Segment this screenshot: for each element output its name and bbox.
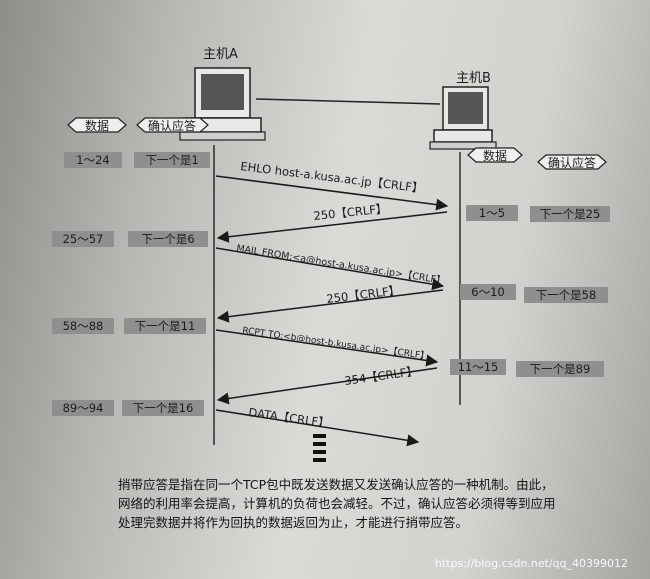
svg-text:89～94: 89～94 [63, 401, 104, 415]
svg-text:11～15: 11～15 [458, 360, 499, 374]
message-label: RCPT TO:<b@host-b.kusa.ac.jp>【CRLF】 [242, 325, 430, 362]
message-label: EHLO host-a.kusa.ac.jp【CRLF】 [240, 159, 424, 195]
host-b-ack-header: 确认应答 [537, 154, 607, 170]
message-arrow-b-to-a [216, 211, 448, 243]
host-b-row: 6～10 下一个是58 [460, 284, 608, 303]
host-a-row: 25～57 下一个是6 [52, 231, 208, 247]
host-a-ack-header: 确认应答 [136, 117, 209, 133]
host-b-label: 主机B [456, 71, 491, 86]
host-a-row: 1～24 下一个是1 [64, 152, 210, 168]
network-line [255, 98, 441, 105]
svg-text:1～5: 1～5 [479, 206, 505, 220]
message-arrow-b-to-a [216, 289, 444, 323]
svg-text:数据: 数据 [483, 148, 507, 163]
svg-text:下一个是25: 下一个是25 [540, 207, 601, 221]
host-b-row: 1～5 下一个是25 [466, 205, 610, 222]
message-arrow-a-to-b [215, 329, 439, 367]
continuation-dashes [313, 434, 326, 462]
message-label: 250【CRLF】 [326, 283, 401, 306]
svg-text:下一个是11: 下一个是11 [135, 319, 196, 333]
message-arrow-b-to-a [216, 367, 438, 405]
svg-text:58～88: 58～88 [63, 319, 104, 333]
figure-caption: 捎带应答是指在同一个TCP包中既发送数据又发送确认应答的一种机制。由此，网络的利… [118, 477, 556, 530]
svg-text:确认应答: 确认应答 [548, 155, 596, 170]
host-b-data-header: 数据 [467, 147, 523, 163]
svg-text:下一个是16: 下一个是16 [133, 401, 194, 415]
svg-text:25～57: 25～57 [63, 232, 104, 246]
host-a-label: 主机A [203, 47, 238, 62]
svg-text:确认应答: 确认应答 [148, 118, 196, 133]
message-label: 354【CRLF】 [343, 364, 418, 388]
svg-text:下一个是89: 下一个是89 [530, 362, 591, 376]
message-label: MAIL FROM:<a@host-a.kusa.ac.jp>【CRLF】 [236, 243, 447, 287]
host-b-row: 11～15 下一个是89 [450, 359, 604, 377]
message-arrow-a-to-b [215, 247, 445, 291]
watermark-url: https://blog.csdn.net/qq_40399012 [434, 557, 628, 570]
message-label: DATA【CRLF】 [248, 405, 331, 430]
host-b-computer-icon [429, 86, 497, 150]
svg-text:下一个是6: 下一个是6 [141, 232, 194, 246]
host-a-row: 58～88 下一个是11 [52, 318, 206, 334]
svg-text:下一个是58: 下一个是58 [536, 288, 597, 302]
host-a-data-header: 数据 [67, 117, 127, 133]
svg-text:下一个是1: 下一个是1 [145, 153, 198, 167]
svg-text:1～24: 1～24 [76, 153, 109, 167]
svg-text:6～10: 6～10 [471, 285, 504, 299]
host-a-row: 89～94 下一个是16 [52, 400, 204, 416]
message-arrow-a-to-b [215, 409, 420, 447]
svg-text:数据: 数据 [85, 118, 109, 133]
message-arrow-a-to-b [215, 175, 449, 211]
